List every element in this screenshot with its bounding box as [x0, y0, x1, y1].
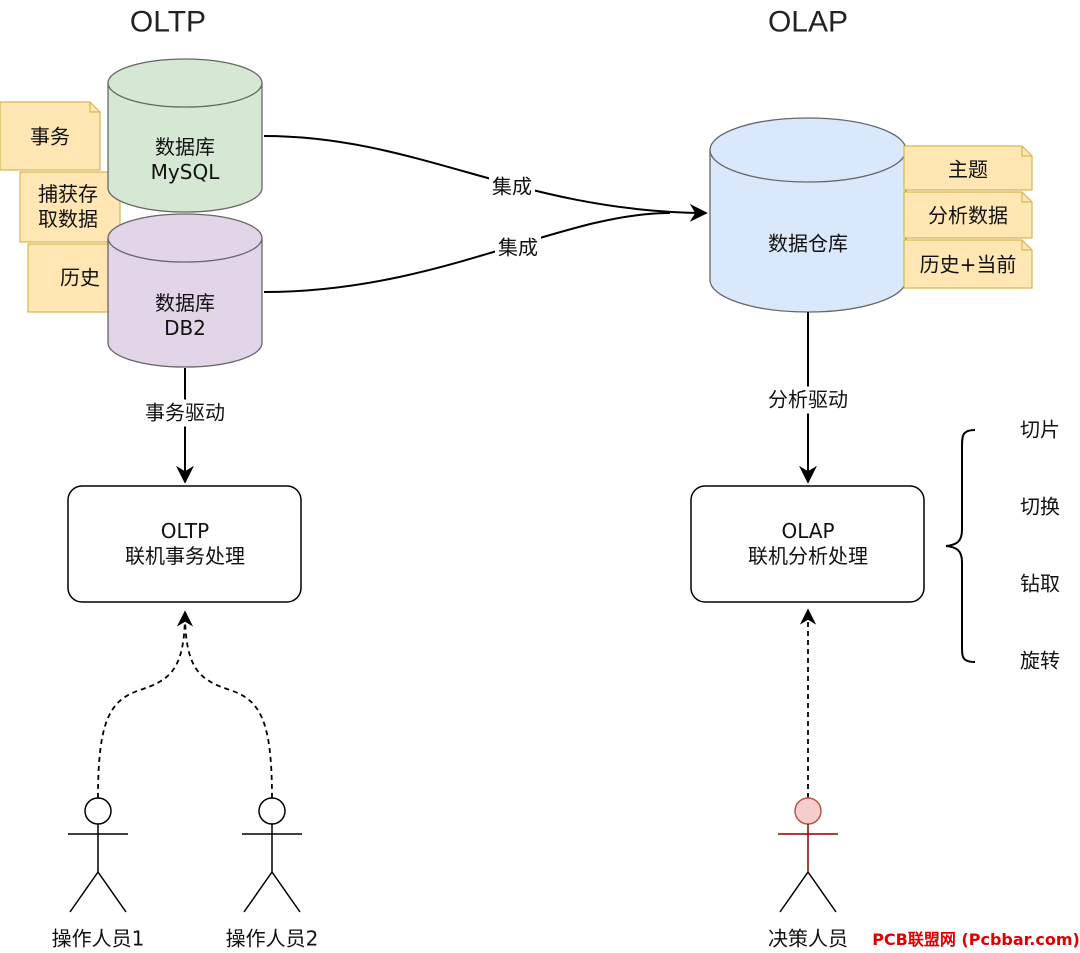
decision-maker-label: 决策人员 [768, 926, 848, 951]
analysis-driven-label: 分析驱动 [765, 386, 851, 414]
integrate-label-1: 集成 [489, 173, 535, 201]
olap-operation-rotate: 旋转 [1020, 648, 1060, 673]
olap-note-history-current-label: 历史+当前 [919, 252, 1017, 277]
operator2-label: 操作人员2 [225, 926, 319, 951]
watermark: PCB联盟网 (Pcbbar.com) [872, 930, 1080, 949]
oltp-process-box [67, 485, 302, 603]
decision-maker-actor-icon [778, 797, 838, 913]
integrate-label-2: 集成 [495, 234, 541, 262]
olap-note-analysis-data-label: 分析数据 [928, 203, 1008, 228]
olap-process-box [690, 485, 925, 603]
oltp-process-label: OLTP 联机事务处理 [125, 519, 245, 568]
olap-operation-slice: 切片 [1020, 417, 1060, 442]
operator1-connector [97, 610, 194, 799]
olap-process-label: OLAP 联机分析处理 [748, 519, 868, 568]
oltp-note-transaction-label: 事务 [30, 124, 70, 149]
oltp-title: OLTP [129, 5, 207, 39]
data-warehouse [709, 117, 907, 313]
olap-note-subject-label: 主题 [948, 157, 988, 182]
operations-brace [945, 429, 976, 663]
olap-note-analysis-data [903, 191, 1033, 239]
olap-note-subject [903, 145, 1033, 191]
oltp-note-transaction [0, 101, 101, 171]
db2-label: 数据库 DB2 [155, 291, 215, 340]
operator2-actor-icon [242, 797, 302, 913]
operator1-actor-icon [68, 797, 128, 913]
oltp-note-capture-label: 捕获存 取数据 [38, 182, 98, 231]
integrate-edge-db2 [263, 212, 671, 293]
olap-title: OLAP [767, 5, 849, 39]
operator1-label: 操作人员1 [51, 926, 145, 951]
mysql-label: 数据库 MySQL [150, 135, 220, 184]
transaction-driven-label: 事务驱动 [142, 399, 228, 427]
oltp-note-history-label: 历史 [60, 265, 100, 290]
operator2-connector [184, 611, 273, 799]
olap-note-history-current [903, 239, 1033, 289]
warehouse-label: 数据仓库 [768, 231, 848, 256]
integrate-edge-mysql [263, 135, 708, 222]
mysql-database [107, 58, 263, 213]
olap-operation-drill: 钻取 [1020, 571, 1060, 596]
olap-operation-switch: 切换 [1020, 494, 1060, 519]
db2-database [107, 213, 263, 368]
